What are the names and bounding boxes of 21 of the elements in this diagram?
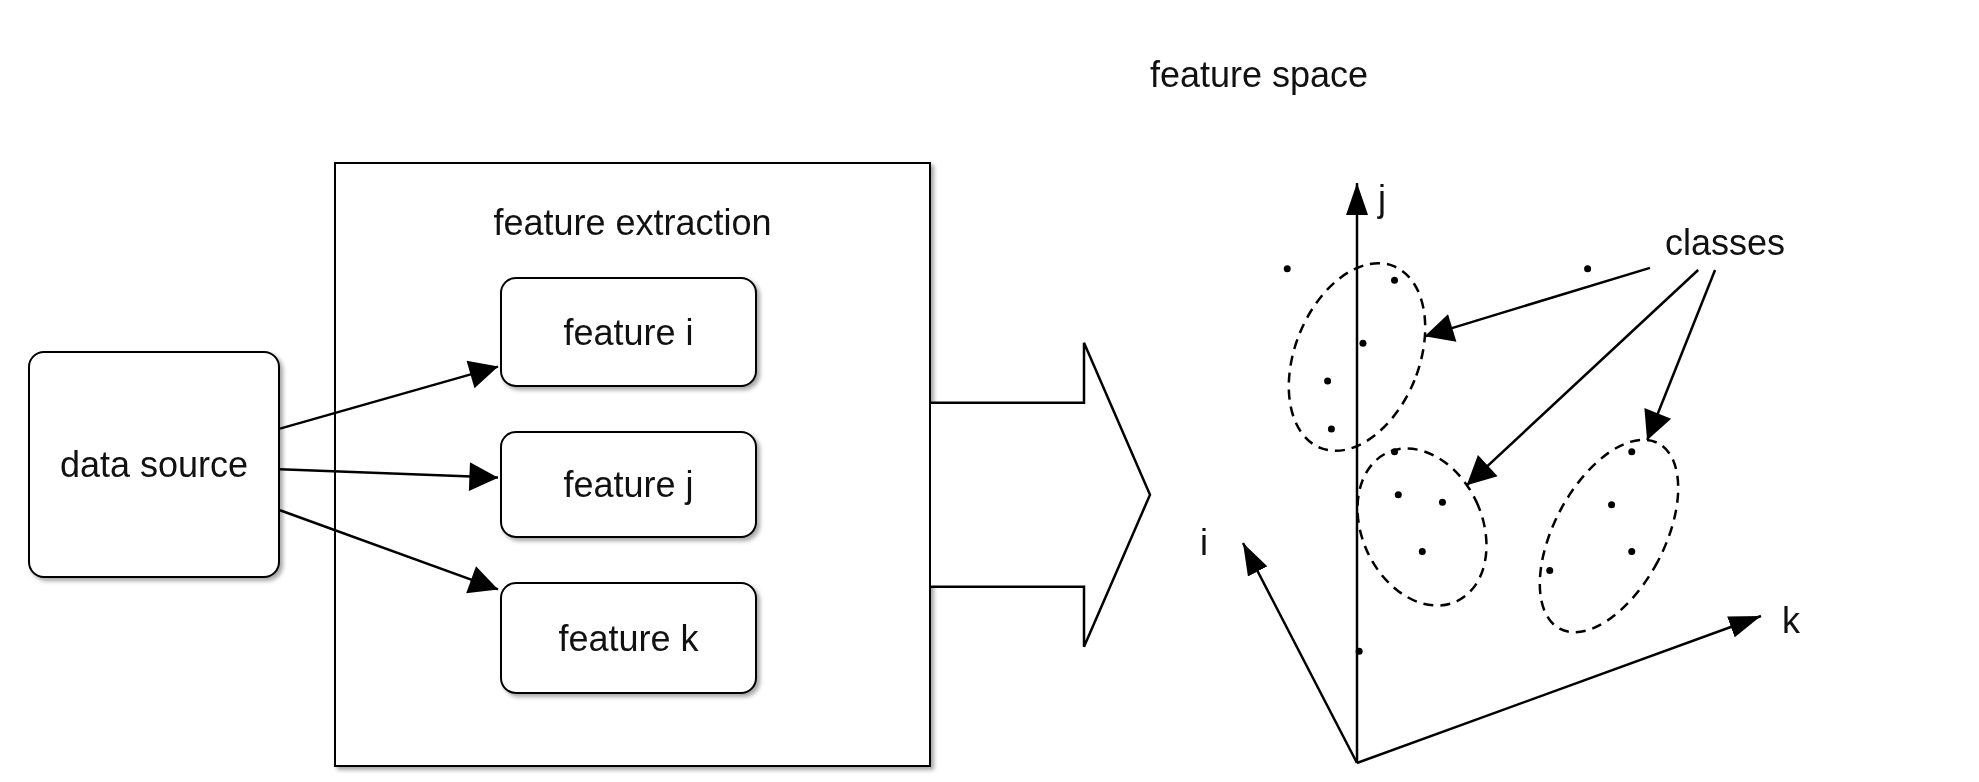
- axis-label: k: [1782, 599, 1800, 643]
- arrow: [279, 509, 499, 594]
- box-label: feature i: [563, 310, 694, 355]
- arrow: [1466, 269, 1699, 487]
- process-box: [500, 582, 757, 694]
- arrow: [1644, 269, 1717, 441]
- process-box: [500, 277, 757, 387]
- axis-label: i: [1200, 521, 1208, 565]
- arrow: [279, 360, 499, 430]
- box-label: data source: [59, 443, 249, 487]
- axis-label: j: [1378, 177, 1386, 221]
- box-label: feature j: [563, 463, 694, 507]
- process-box: [500, 431, 757, 538]
- arrow: [1424, 266, 1651, 342]
- group-box: [334, 162, 931, 767]
- arrow: [279, 462, 499, 491]
- group-title: feature extraction: [492, 201, 773, 245]
- plot-title: feature space: [1150, 53, 1369, 97]
- box-label: feature k: [558, 616, 699, 661]
- block-arrow: [929, 341, 1152, 648]
- process-box: [28, 351, 280, 578]
